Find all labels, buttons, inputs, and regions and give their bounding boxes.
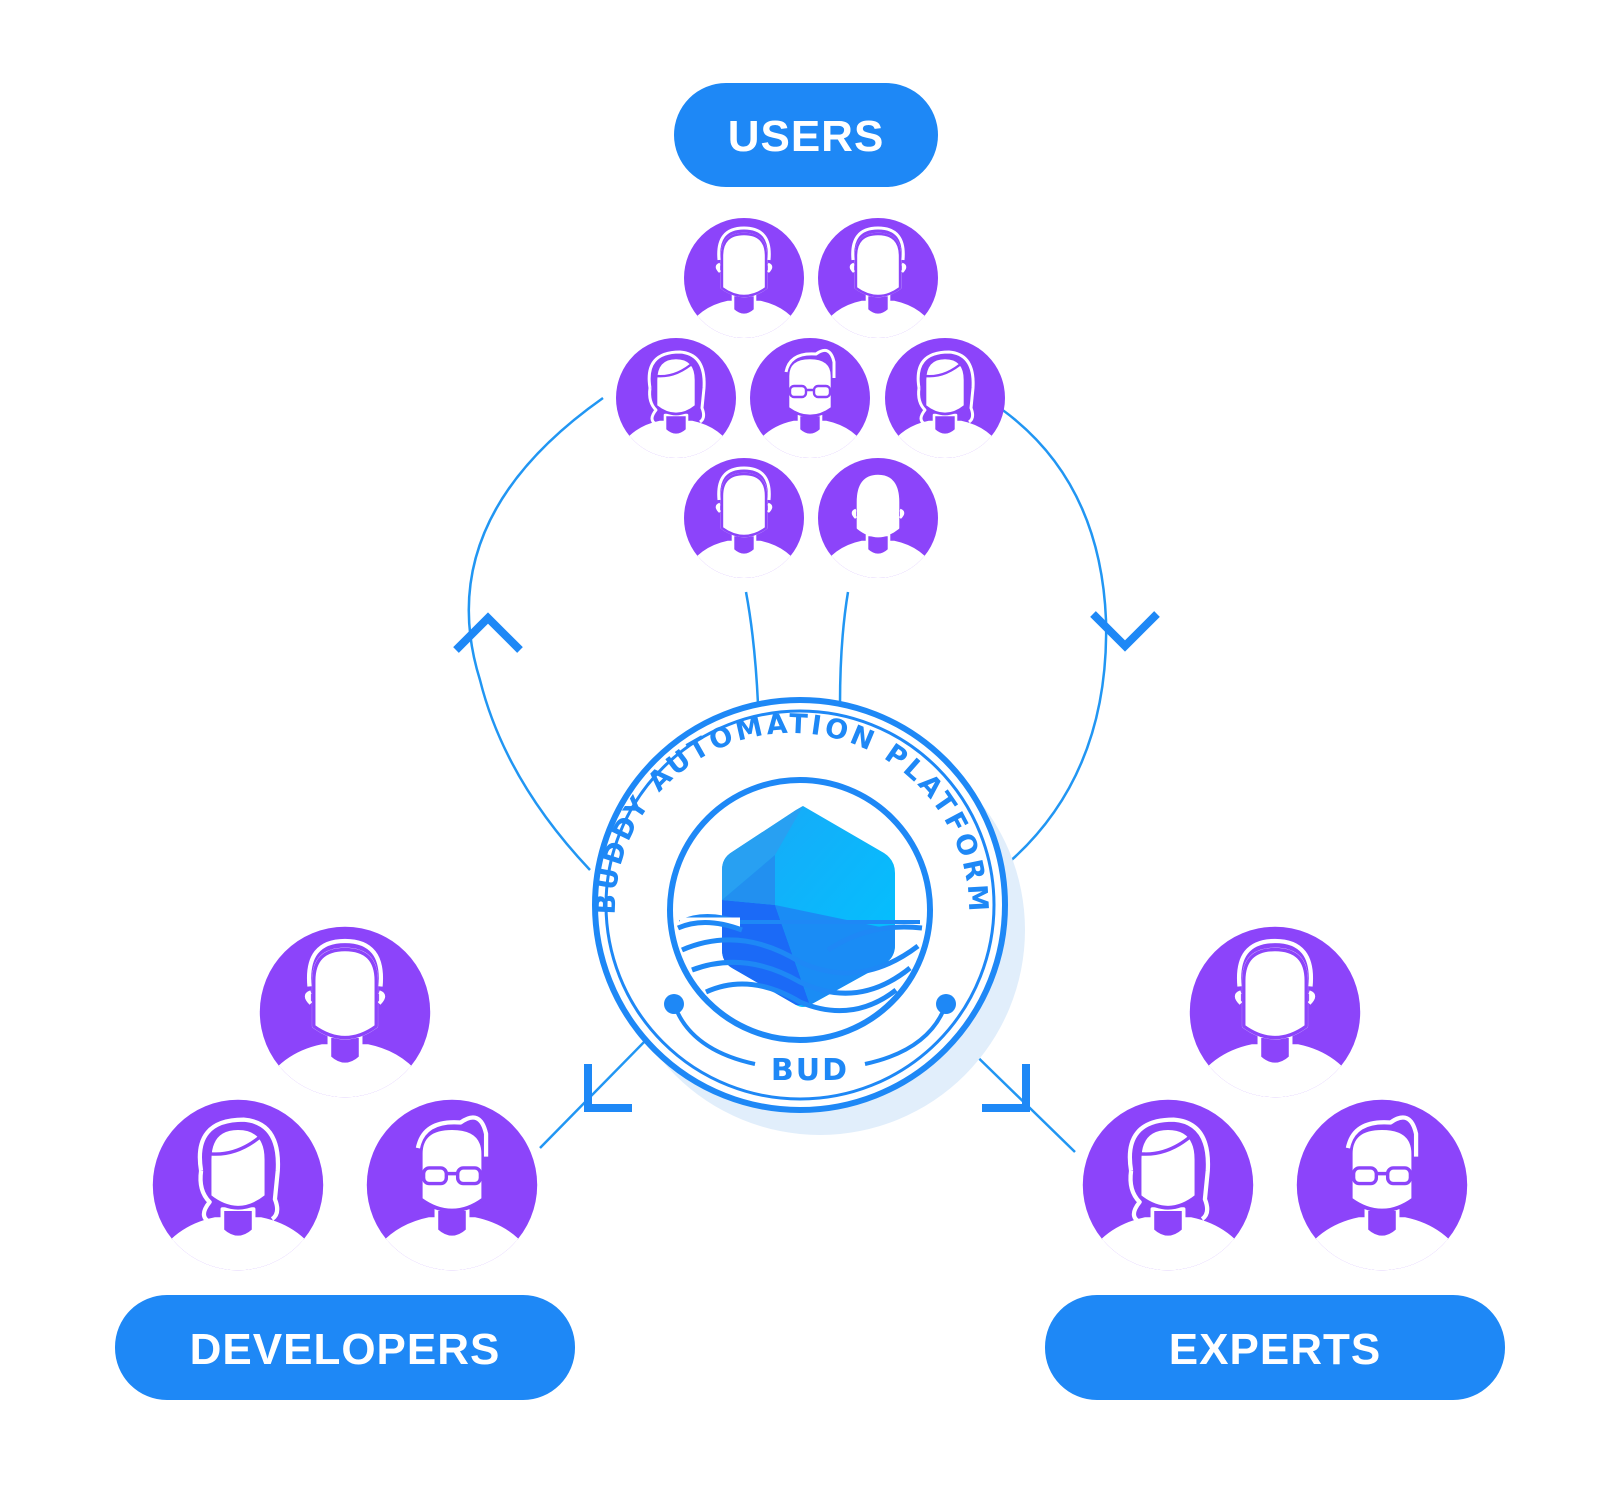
person-icon (684, 458, 804, 588)
line-users-to-platform-left (744, 591, 760, 705)
experts-pill: EXPERTS (1045, 1295, 1505, 1400)
developers-avatars (153, 927, 537, 1285)
person-icon (367, 1100, 537, 1285)
experts-avatars (1083, 927, 1467, 1285)
line-platform-to-developers (539, 1037, 649, 1149)
person-icon (153, 1100, 323, 1285)
curve-users-to-developers (467, 396, 604, 871)
chevron-up-icon (453, 612, 523, 653)
person-icon (616, 338, 736, 468)
users-label: USERS (728, 112, 885, 161)
experts-label: EXPERTS (1169, 1325, 1381, 1374)
bud-connector: BUD (664, 994, 956, 1088)
bud-label: BUD (771, 1053, 849, 1088)
developers-pill: DEVELOPERS (115, 1295, 575, 1400)
wave-lines (676, 914, 923, 1014)
curve-users-to-experts (984, 396, 1108, 871)
person-icon (1297, 1100, 1467, 1285)
users-pill: USERS (674, 83, 938, 187)
developers-label: DEVELOPERS (190, 1325, 501, 1374)
person-icon (818, 218, 938, 348)
platform-badge: BUDDY AUTOMATION PLATFORM BUD (591, 697, 1025, 1135)
hexagon-logo-icon (722, 806, 895, 1007)
chevron-down-icon (1090, 611, 1160, 652)
person-icon (818, 458, 938, 588)
users-avatars (616, 218, 1005, 588)
person-icon (684, 218, 804, 348)
chevron-down-right-icon (982, 1064, 1030, 1112)
person-icon (750, 338, 870, 468)
arrows (453, 611, 1160, 1112)
person-icon (1190, 927, 1360, 1112)
person-icon (260, 927, 430, 1112)
person-icon (1083, 1100, 1253, 1285)
chevron-down-left-icon (584, 1064, 632, 1112)
person-icon (885, 338, 1005, 468)
line-users-to-platform-right (838, 591, 850, 705)
